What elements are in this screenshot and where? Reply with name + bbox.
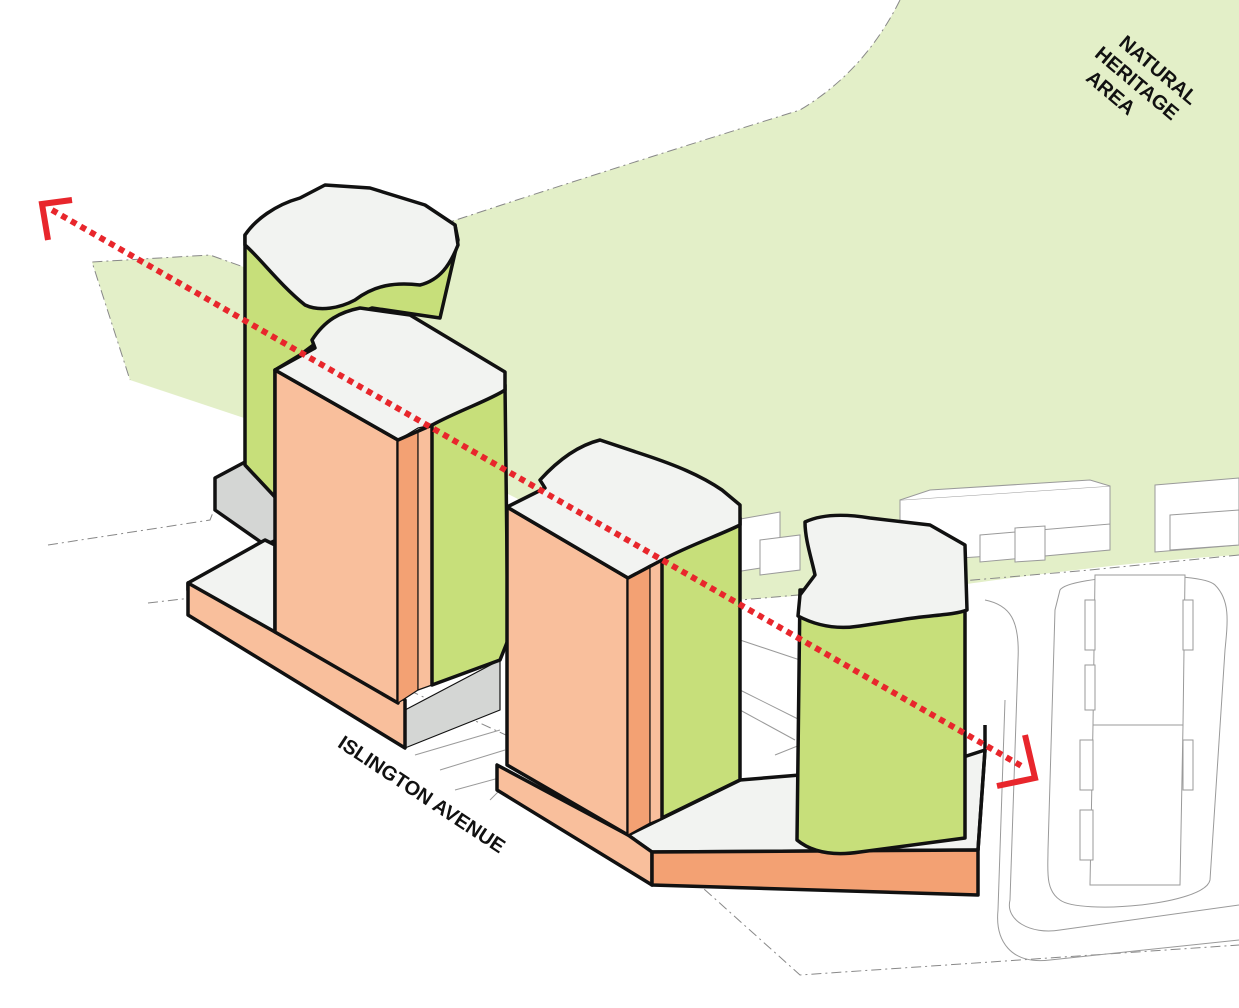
building-2-east-tower-roof	[796, 513, 969, 630]
building-2-west-tower-east	[660, 516, 742, 820]
building-2-west-tower-inner	[649, 559, 663, 824]
local-road-inner	[997, 699, 1239, 962]
building-2-podium-east	[650, 848, 980, 897]
street-label: ISLINGTON AVENUE	[334, 732, 509, 858]
building-2-west-tower-notch	[627, 564, 651, 836]
building-1-front-tower-notch	[397, 427, 419, 704]
islington-avenue-label: ISLINGTON AVENUE	[334, 732, 509, 858]
building-2-west-tower-roof-edge	[627, 559, 663, 579]
building-1-rear-tower-roof-edge	[244, 244, 459, 310]
context-townhouses-north	[734, 477, 1239, 576]
building-2-east-tower-roof-edge	[797, 609, 968, 628]
building-2-east-tower	[795, 588, 967, 856]
street-edge-lines	[414, 729, 511, 801]
building-2-west-tower-roof	[505, 438, 742, 580]
building-2-podium-east-top	[976, 725, 987, 851]
courtyard-lines	[739, 639, 801, 775]
sightline-arrow-west-icon	[38, 197, 73, 241]
building-1-front-tower-east	[430, 383, 510, 687]
building-1-podium-front	[186, 581, 407, 750]
building-1-front-tower-inner	[417, 424, 433, 691]
sightline-arrow-east-icon	[996, 734, 1039, 789]
building-1-front-tower-roof	[273, 306, 507, 442]
context-townhouses-east	[1079, 574, 1194, 886]
